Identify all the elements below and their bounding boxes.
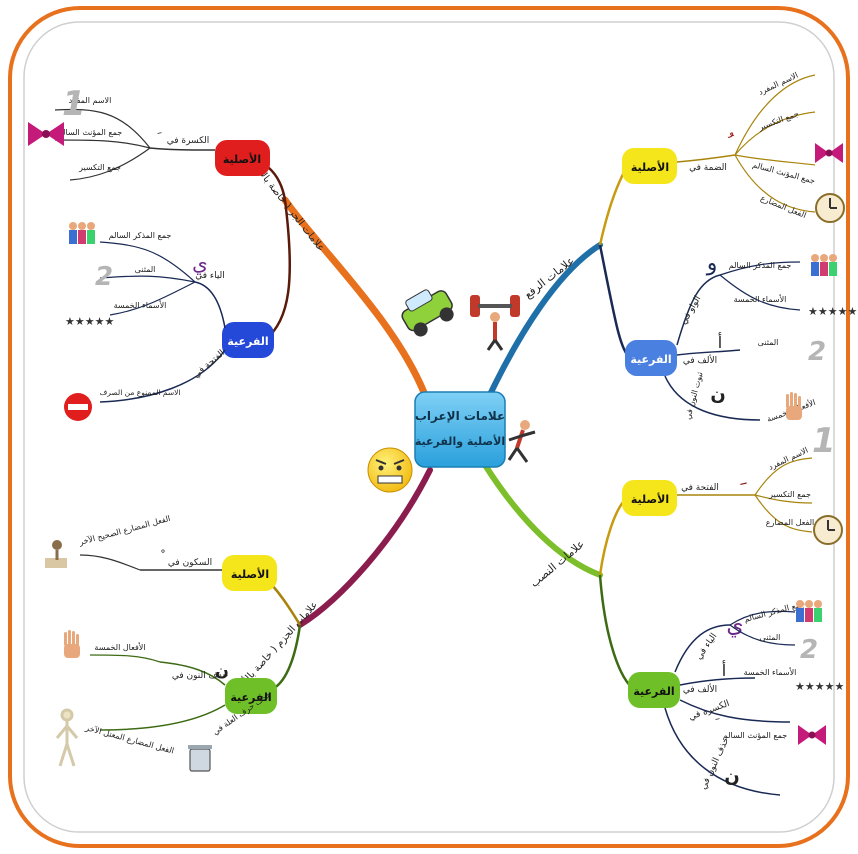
number-2-icon: 2 xyxy=(800,635,818,665)
nasb-ya-item-2: المثنى xyxy=(760,633,781,642)
jazm-fariya-node[interactable]: الفرعية xyxy=(225,678,277,714)
jazm-nun-marker: حذف النون في xyxy=(172,671,228,681)
jazm-nun-letter: ن xyxy=(215,661,229,680)
jarr-ya-item-1: جمع المذكر السالم xyxy=(109,231,172,240)
jarr-ya-item-3: الأسماء الخمسة xyxy=(114,300,167,310)
number-2-icon: 2 xyxy=(808,337,826,367)
number-1-icon: 1 xyxy=(62,84,86,124)
jazm-fariya-label: الفرعية xyxy=(230,691,271,704)
raf-alif-letter: أ xyxy=(718,332,722,352)
nasb-kasra-item-1: جمع المؤنث السالم xyxy=(723,731,787,740)
car-icon xyxy=(401,289,454,337)
number-2-icon: 2 xyxy=(95,262,113,292)
branch-nasb xyxy=(482,462,603,578)
jarr-fariya-node[interactable]: الفرعية xyxy=(222,322,274,358)
hand-icon xyxy=(786,392,802,420)
weightlifter-icon xyxy=(470,295,520,351)
hand-icon xyxy=(64,630,80,658)
jazm-nun-item-1: الأفعال الخمسة xyxy=(94,642,145,652)
raf-waw-item-2: الأسماء الخمسة xyxy=(734,294,787,304)
stars-icon: ★★★★★ xyxy=(808,305,857,318)
stars-icon: ★★★★★ xyxy=(65,315,114,328)
nasb-ya-letter: ي xyxy=(726,613,743,638)
bow-icon xyxy=(28,122,64,146)
raf-asliya-marker: الضمة في xyxy=(689,163,727,173)
nasb-fariya-label: الفرعية xyxy=(633,685,674,698)
people-icon xyxy=(69,222,95,244)
people-icon xyxy=(796,600,822,622)
nasb-asliya-item-2: جمع التكسير xyxy=(768,490,811,499)
center-title: علامات الإعراب xyxy=(415,409,505,423)
jarr-asliya-marker: الكسرة في xyxy=(167,136,210,146)
jarr-asliya-label: الأصلية xyxy=(223,152,261,166)
raf-waw-item-1: جمع المذكر السالم xyxy=(729,261,792,270)
branch-raf xyxy=(482,242,603,408)
nasb-alif-marker: الألف في xyxy=(683,683,717,695)
trash-icon xyxy=(188,745,212,772)
stars-icon: ★★★★★ xyxy=(795,680,844,693)
jarr-asliya-item-2: جمع المؤنث السالم xyxy=(58,128,122,137)
jarr-fatha-item-1: الاسم الممنوع من الصرف xyxy=(100,388,181,397)
bow-icon xyxy=(798,725,826,745)
skeleton-icon xyxy=(55,708,79,767)
jarr-ya-item-2: المثنى xyxy=(135,265,156,274)
nasb-asliya-label: الأصلية xyxy=(631,492,669,506)
nasb-alif-letter: أ xyxy=(722,660,726,680)
nasb-nun-letter: ن xyxy=(724,766,739,787)
raf-fariya-label: الفرعية xyxy=(630,353,671,366)
jazm-asliya-marker: السكون في xyxy=(168,558,212,568)
jarr-ya-letter: ي xyxy=(192,251,208,276)
raf-fariya-node[interactable]: الفرعية xyxy=(625,340,677,376)
people-icon xyxy=(811,254,837,276)
nasb-asliya-item-3: الفعل المضارع xyxy=(766,518,814,527)
nasb-asliya-marker: الفتحة في xyxy=(681,483,719,493)
jarr-asliya-node[interactable]: الأصلية xyxy=(215,140,270,176)
raf-nun-letter: ن xyxy=(710,384,725,405)
raf-waw-letter: و xyxy=(706,251,718,276)
raf-asliya-label: الأصلية xyxy=(631,160,669,174)
clock-icon xyxy=(813,515,843,545)
raf-alif-marker: الألف في xyxy=(683,354,717,366)
center-node[interactable]: علامات الإعراب الأصلية والفرعية xyxy=(414,391,506,468)
jarr-asliya-item-1: الاسم المفرد xyxy=(69,96,112,105)
angry-face-icon xyxy=(367,447,413,493)
no-entry-icon xyxy=(64,393,92,421)
person-sitting-icon xyxy=(45,540,67,568)
jarr-fariya-label: الفرعية xyxy=(227,335,268,348)
bow-icon xyxy=(815,143,843,163)
branch-jazm xyxy=(297,467,433,628)
nasb-alif-item-1: الأسماء الخمسة xyxy=(744,667,797,677)
raf-alif-item-1: المثنى xyxy=(758,338,779,347)
jarr-ya-marker: الياء في xyxy=(195,271,225,281)
raf-asliya-node[interactable]: الأصلية xyxy=(622,148,677,184)
jarr-asliya-item-3: جمع التكسير xyxy=(78,163,121,172)
runner-icon xyxy=(507,420,536,463)
nasb-fariya-node[interactable]: الفرعية xyxy=(628,672,680,708)
jazm-asliya-label: الأصلية xyxy=(231,567,269,581)
number-1-icon: 1 xyxy=(812,421,836,461)
nasb-asliya-node[interactable]: الأصلية xyxy=(622,480,677,516)
branch-jarr xyxy=(281,196,429,399)
clock-icon xyxy=(815,193,845,223)
jazm-asliya-node[interactable]: الأصلية xyxy=(222,555,277,591)
center-subtitle: الأصلية والفرعية xyxy=(415,434,505,448)
